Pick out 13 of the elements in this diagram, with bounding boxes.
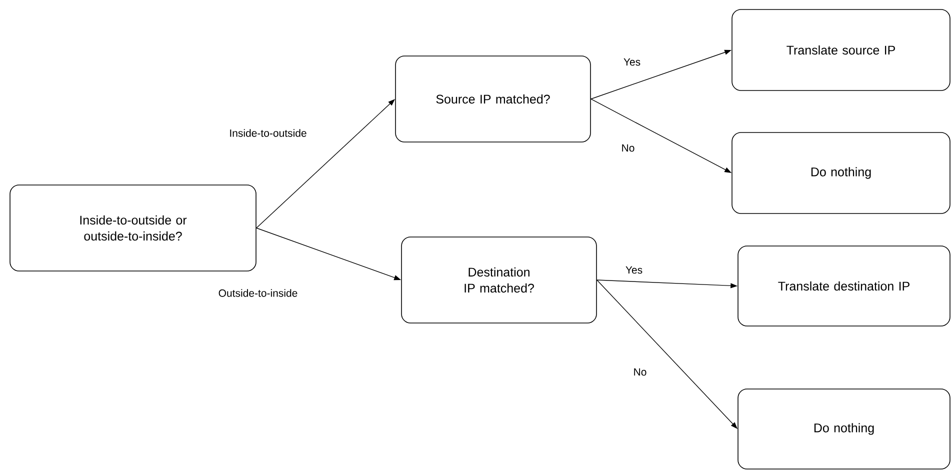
process-box: Inside-to-outside or outside-to-inside? xyxy=(10,184,256,272)
process-box: Source IP matched? xyxy=(395,56,591,142)
edge-label: No xyxy=(632,367,648,377)
edge-label: Yes xyxy=(622,57,642,67)
process-box: Do nothing xyxy=(738,388,950,470)
process-box: Translate source IP xyxy=(732,9,950,91)
process-box: Destination IP matched? xyxy=(401,236,597,324)
edge-label: Yes xyxy=(624,265,644,275)
process-box: Translate destination IP xyxy=(738,246,950,326)
edge-label: Inside-to-outside xyxy=(228,128,308,138)
edge-label: No xyxy=(620,143,636,153)
edge-label: Outside-to-inside xyxy=(217,288,299,298)
process-box: Do nothing xyxy=(732,132,950,214)
